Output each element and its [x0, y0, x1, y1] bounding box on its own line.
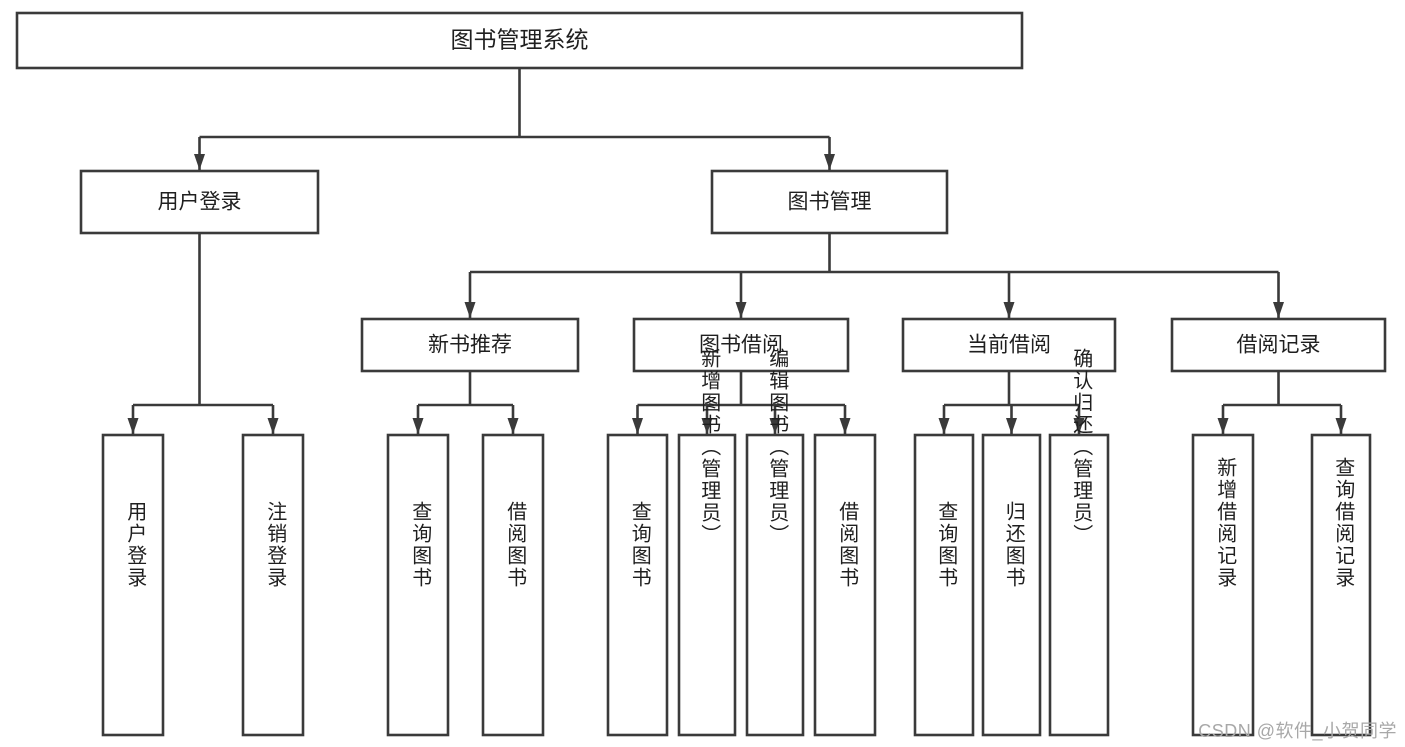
node-label: 图书管理: [788, 191, 872, 214]
edge-group-new_book_rec: [412, 371, 519, 434]
node-layer: 图书管理系统用户登录图书管理新书推荐图书借阅当前借阅借阅记录用户登录注销登录查询…: [15, 11, 1387, 737]
node-borrow_record[interactable]: 借阅记录: [1170, 317, 1387, 373]
edge-group-borrow_record: [1217, 371, 1347, 434]
node-box[interactable]: [813, 433, 877, 737]
node-new_book_rec[interactable]: 新书推荐: [360, 317, 580, 373]
node-leaf_return_book[interactable]: 归还图书: [981, 433, 1042, 737]
node-box[interactable]: [901, 317, 1117, 373]
arrow-head: [1217, 418, 1229, 434]
node-leaf_borrow_book_2[interactable]: 借阅图书: [813, 433, 877, 737]
node-label: 编辑图书（管理员）: [766, 348, 789, 546]
node-book_manage[interactable]: 图书管理: [710, 169, 949, 235]
node-label: 新增借阅记录: [1214, 457, 1237, 589]
arrow-head: [824, 154, 835, 170]
node-box[interactable]: [913, 433, 975, 737]
arrow-head: [1335, 418, 1347, 434]
arrow-head: [1273, 302, 1284, 318]
arrow-head: [701, 418, 713, 434]
node-box[interactable]: [632, 317, 850, 373]
node-leaf_user_login[interactable]: 用户登录: [101, 433, 165, 737]
edge-group-book_borrow: [632, 371, 851, 434]
arrow-head: [507, 418, 519, 434]
arrow-head: [632, 418, 643, 434]
node-label: 图书借阅: [699, 334, 783, 357]
node-label: 图书管理系统: [451, 27, 589, 53]
node-box[interactable]: [710, 169, 949, 235]
node-box[interactable]: [101, 433, 165, 737]
node-box[interactable]: [606, 433, 669, 737]
watermark-text: CSDN @软件_小贺同学: [1198, 721, 1397, 741]
arrow-head: [839, 418, 851, 434]
node-box[interactable]: [386, 433, 450, 737]
arrow-head: [735, 302, 747, 318]
node-label: 当前借阅: [967, 334, 1051, 357]
node-leaf_confirm_return[interactable]: 确认归还（管理员）: [1048, 348, 1110, 737]
arrow-head: [769, 418, 781, 434]
node-label: 借阅图书: [836, 501, 859, 589]
arrow-head: [127, 418, 139, 434]
node-book_borrow[interactable]: 图书借阅: [632, 317, 850, 373]
edge-group-root: [194, 68, 835, 170]
node-label: 借阅记录: [1237, 334, 1321, 357]
edge-group-user_login: [127, 233, 279, 434]
node-label: 注销登录: [264, 501, 287, 589]
arrow-head: [1003, 302, 1015, 318]
node-box[interactable]: [1048, 433, 1110, 737]
node-leaf_add_record[interactable]: 新增借阅记录: [1191, 433, 1255, 737]
node-box[interactable]: [1191, 433, 1255, 737]
node-label: 查询图书: [628, 501, 651, 589]
node-box[interactable]: [15, 11, 1024, 70]
arrow-head: [267, 418, 279, 434]
arrow-head: [1073, 418, 1085, 434]
arrow-head: [194, 154, 205, 170]
node-label: 用户登录: [124, 501, 147, 589]
edge-group-book_manage: [464, 233, 1284, 318]
node-label: 归还图书: [1002, 501, 1025, 589]
node-label: 用户登录: [158, 191, 242, 214]
node-leaf_query_book_3[interactable]: 查询图书: [913, 433, 975, 737]
node-box[interactable]: [745, 433, 805, 737]
node-box[interactable]: [1170, 317, 1387, 373]
node-leaf_query_book_2[interactable]: 查询图书: [606, 433, 669, 737]
node-label: 查询图书: [409, 501, 432, 589]
node-leaf_logout[interactable]: 注销登录: [241, 433, 305, 737]
node-label: 查询图书: [935, 501, 958, 589]
node-box[interactable]: [79, 169, 320, 235]
node-box[interactable]: [360, 317, 580, 373]
arrow-head: [1006, 418, 1017, 434]
node-box[interactable]: [481, 433, 545, 737]
node-leaf_borrow_book_1[interactable]: 借阅图书: [481, 433, 545, 737]
edge-group-current_borrow: [938, 371, 1085, 434]
node-label: 确认归还（管理员）: [1070, 348, 1093, 546]
node-label: 查询借阅记录: [1332, 457, 1355, 589]
node-label: 借阅图书: [504, 501, 527, 589]
node-leaf_add_book[interactable]: 新增图书（管理员）: [677, 348, 737, 737]
node-box[interactable]: [981, 433, 1042, 737]
node-current_borrow[interactable]: 当前借阅: [901, 317, 1117, 373]
node-box[interactable]: [1310, 433, 1372, 737]
node-leaf_edit_book[interactable]: 编辑图书（管理员）: [745, 348, 805, 737]
edge-layer: [127, 68, 1347, 434]
node-leaf_query_record[interactable]: 查询借阅记录: [1310, 433, 1372, 737]
node-root[interactable]: 图书管理系统: [15, 11, 1024, 70]
node-user_login[interactable]: 用户登录: [79, 169, 320, 235]
node-label: 新增图书（管理员）: [698, 348, 721, 546]
node-label: 新书推荐: [428, 334, 512, 357]
node-box[interactable]: [241, 433, 305, 737]
arrow-head: [464, 302, 476, 318]
arrow-head: [938, 418, 950, 434]
node-leaf_query_book_1[interactable]: 查询图书: [386, 433, 450, 737]
node-box[interactable]: [677, 433, 737, 737]
arrow-head: [412, 418, 424, 434]
